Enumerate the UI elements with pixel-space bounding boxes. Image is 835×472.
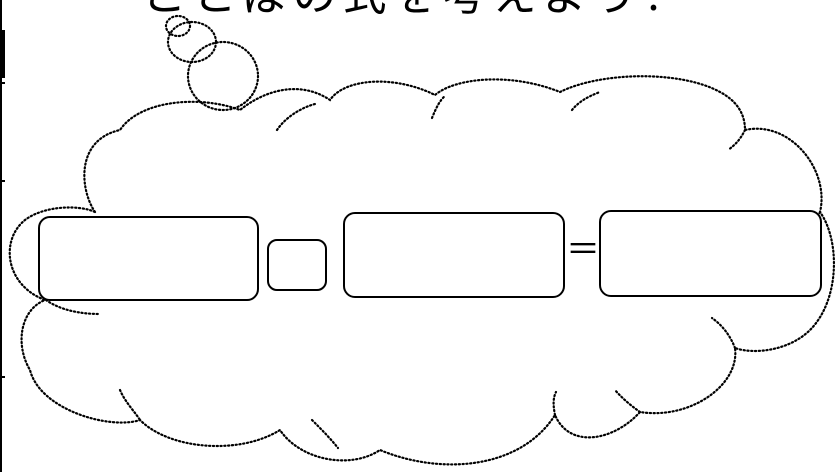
- result-box[interactable]: [599, 210, 822, 297]
- term-box-middle[interactable]: [343, 212, 565, 298]
- thought-bubble-medium: [166, 20, 218, 64]
- term-box-left[interactable]: [38, 216, 259, 301]
- thought-bubble-small: [164, 14, 192, 38]
- cloud-outline: [8, 75, 835, 466]
- worksheet-title: ことばの式を考えよう！: [0, 0, 835, 18]
- margin-tick: [0, 376, 5, 378]
- left-margin-marker: [0, 30, 5, 78]
- margin-tick: [0, 180, 5, 182]
- left-margin-rule: [0, 0, 2, 472]
- margin-tick: [0, 82, 5, 84]
- operator-box[interactable]: [267, 239, 327, 291]
- thought-bubble-large: [186, 40, 260, 112]
- equals-sign: ＝: [566, 230, 600, 270]
